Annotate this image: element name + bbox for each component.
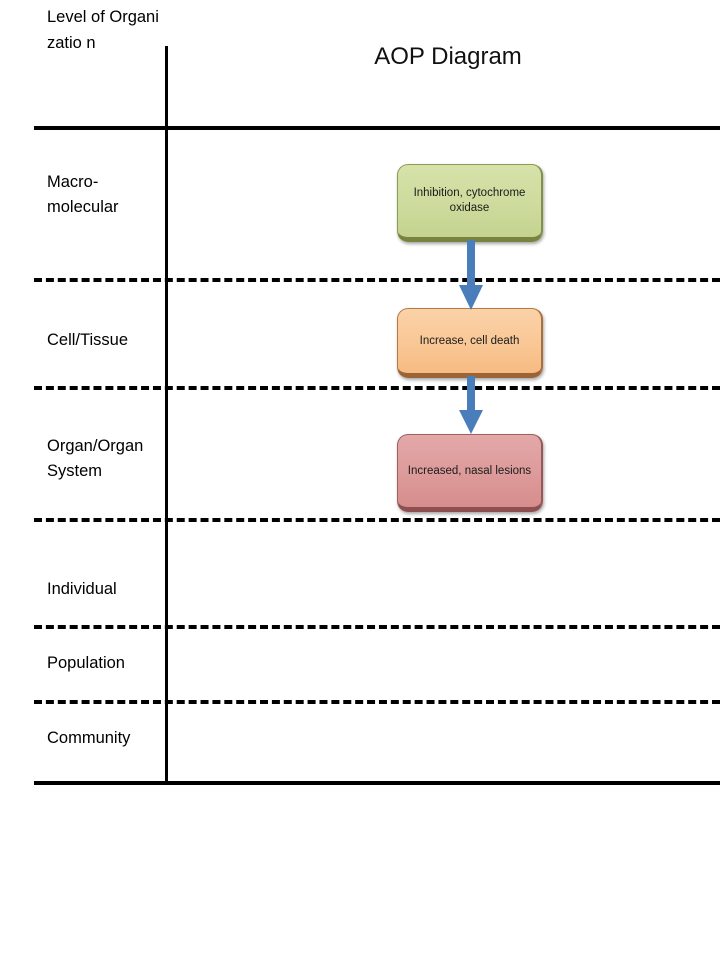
row-label-organ-organ-system: Organ/Organ System — [47, 437, 144, 480]
node-increased-nasal-lesions[interactable]: Increased, nasal lesions — [397, 434, 543, 512]
grid-rule-population-community — [34, 700, 720, 704]
row-label-cell-tissue: Cell/Tissue — [47, 331, 128, 349]
axis-vertical-divider — [165, 46, 168, 785]
node-increase-cell-death[interactable]: Increase, cell death — [397, 308, 543, 378]
arrow-mie-to-ke1 — [459, 240, 483, 310]
grid-rule-organ-individual — [34, 518, 720, 522]
row-label-individual: Individual — [47, 580, 117, 598]
grid-rule-individual-population — [34, 625, 720, 629]
grid-rule-celltissue-organ — [34, 386, 720, 390]
page-title: AOP Diagram — [374, 43, 522, 70]
row-label-population: Population — [47, 654, 125, 672]
grid-rule-bottom — [34, 781, 720, 785]
row-label-community: Community — [47, 729, 131, 747]
grid-rule-top — [34, 126, 720, 130]
node-inhibition-cytochrome-oxidase[interactable]: Inhibition, cytochrome oxidase — [397, 164, 543, 242]
row-label-macromolecular: Macro- molecular — [47, 173, 119, 216]
arrow-ke1-to-ao — [459, 376, 483, 434]
grid-rule-macromolecular-celltissue — [34, 278, 720, 282]
level-of-organization-axis-label: Level of Organizatio n — [47, 8, 159, 52]
